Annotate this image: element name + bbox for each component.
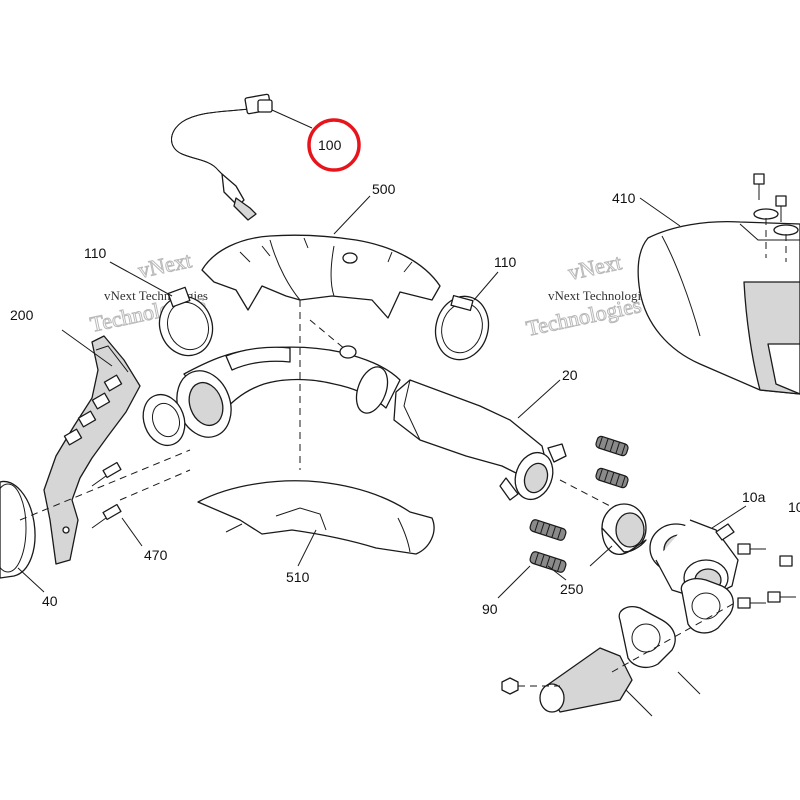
part-clamp-right: [434, 271, 499, 361]
part-catalytic-converter: [393, 379, 567, 501]
callout-110-right: 110: [494, 254, 517, 270]
callout-510: 510: [286, 569, 310, 585]
callout-200: 200: [10, 307, 34, 323]
callout-100: 100: [318, 137, 342, 153]
watermark-brand-right: vNext: [566, 249, 624, 285]
callout-40: 40: [42, 593, 58, 609]
callout-labels: 100 500 410 110 110 200 20 10a 10b 470 5…: [10, 137, 800, 617]
part-bolts-right: [737, 543, 796, 609]
callout-250: 250: [560, 581, 584, 597]
part-muffler-left: [0, 480, 45, 593]
callout-110-left: 110: [84, 245, 107, 261]
part-upper-heat-shield: [201, 195, 441, 319]
watermark-brand-left: vNext: [136, 247, 194, 283]
part-oxygen-sensor: [171, 93, 313, 221]
callout-90: 90: [482, 601, 498, 617]
watermark-text-right: vNext Technologies: [548, 288, 652, 303]
part-flange-clamp: [649, 505, 747, 601]
watermark-right: vNext vNext Technologies Technologies: [523, 249, 652, 342]
part-springs-lower: [497, 519, 567, 599]
callout-20: 20: [562, 367, 578, 383]
part-springs-upper: [595, 435, 629, 489]
part-muffler-bolts: [753, 173, 799, 262]
part-sealing-ring: [589, 503, 647, 567]
part-exhaust-elbow: [142, 300, 401, 470]
callout-500: 500: [372, 181, 396, 197]
part-clamp-left: [109, 261, 214, 357]
callout-470: 470: [144, 547, 168, 563]
part-lower-heat-shield: [197, 480, 435, 567]
highlight-circle-100: [307, 118, 361, 172]
part-gasket-plates: [618, 578, 734, 695]
part-bracket: [43, 329, 141, 565]
part-exhaust-tip: [539, 599, 741, 717]
part-bolts-left: [91, 461, 143, 547]
part-nut: [501, 677, 560, 695]
part-muffler-right: [637, 197, 800, 395]
assembly-lines: [19, 449, 611, 521]
callout-410: 410: [612, 190, 636, 206]
callout-10a: 10a: [742, 489, 766, 505]
callout-10b: 10b: [788, 499, 800, 515]
